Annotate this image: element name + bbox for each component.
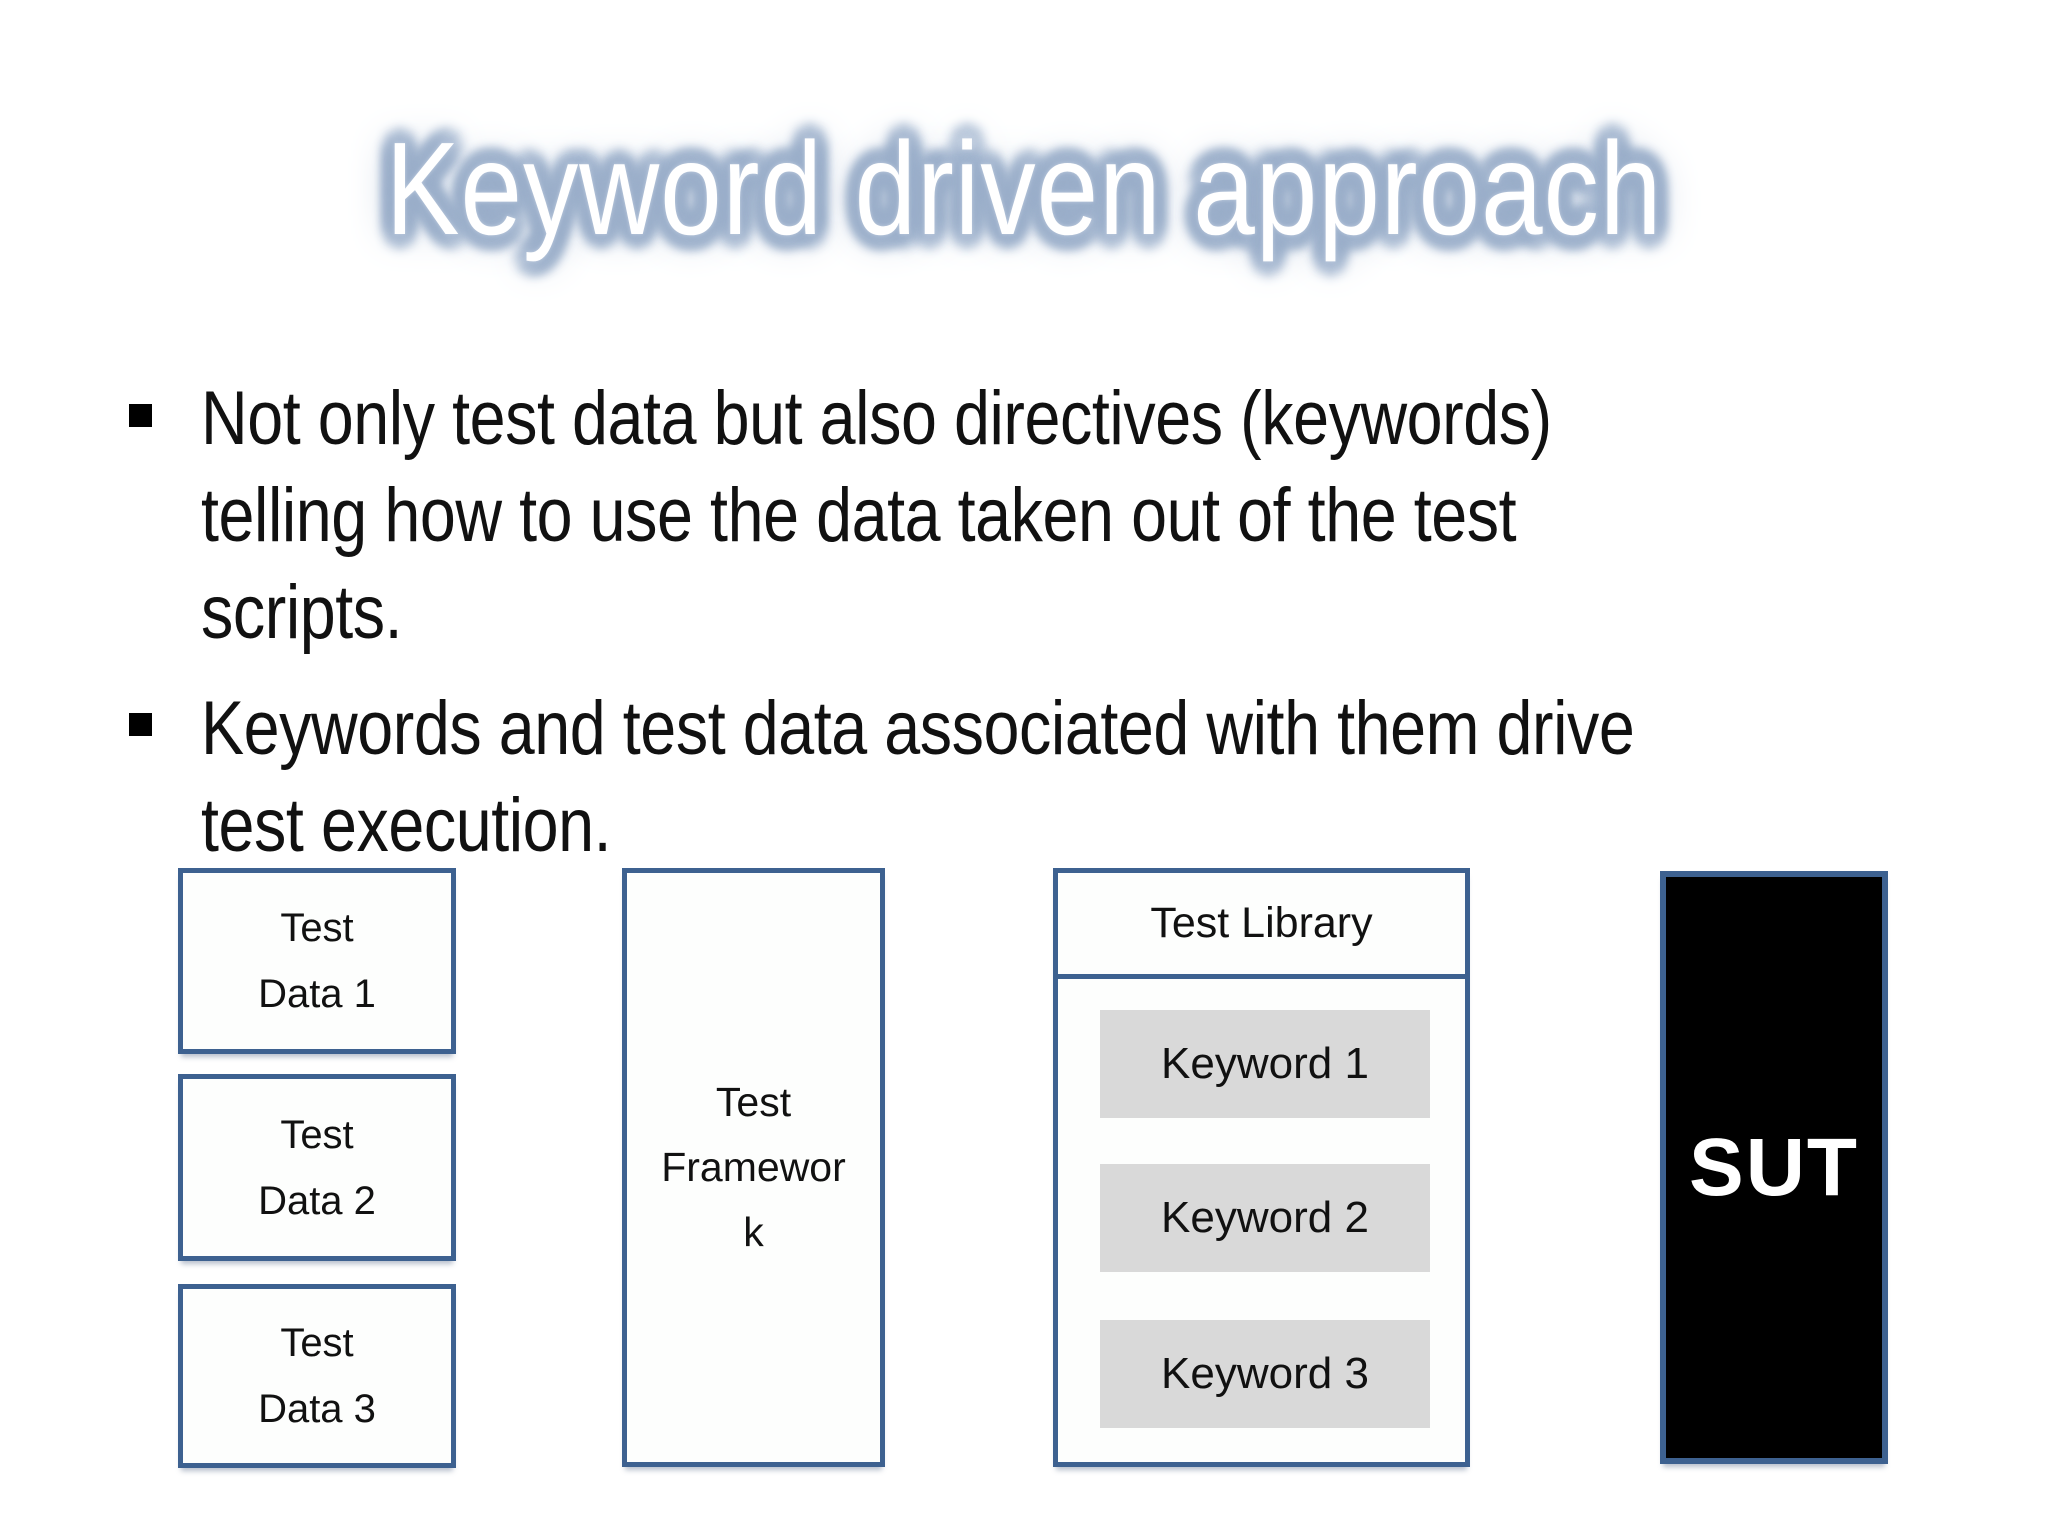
test-data-3-label: Test Data 3	[258, 1321, 376, 1431]
test-library-header: Test Library	[1058, 873, 1465, 979]
bullet-1-text: Not only test data but also directives (…	[201, 376, 1552, 655]
bullet-square-icon	[129, 713, 152, 736]
test-framework-label: Test Framewor k	[661, 1079, 846, 1255]
test-data-1-label: Test Data 1	[258, 906, 376, 1016]
test-data-1-box: Test Data 1	[178, 868, 456, 1054]
test-library-box: Test Library Keyword 1 Keyword 2 Keyword…	[1053, 868, 1470, 1467]
page-title-text: Keyword driven approach	[385, 115, 1663, 262]
keyword-3-box: Keyword 3	[1100, 1320, 1430, 1428]
bullet-square-icon	[129, 404, 152, 427]
test-data-2-box: Test Data 2	[178, 1074, 456, 1261]
test-library-title: Test Library	[1150, 899, 1373, 947]
page-title: Keyword driven approach	[0, 110, 2048, 268]
test-data-2-label: Test Data 2	[258, 1112, 376, 1223]
sut-box: SUT	[1660, 871, 1888, 1464]
test-data-3-box: Test Data 3	[178, 1284, 456, 1468]
keyword-1-box: Keyword 1	[1100, 1010, 1430, 1118]
bullet-2-text: Keywords and test data associated with t…	[201, 686, 1635, 868]
test-framework-box: Test Framewor k	[622, 868, 885, 1467]
keyword-2-box: Keyword 2	[1100, 1164, 1430, 1272]
sut-label: SUT	[1689, 1121, 1859, 1213]
